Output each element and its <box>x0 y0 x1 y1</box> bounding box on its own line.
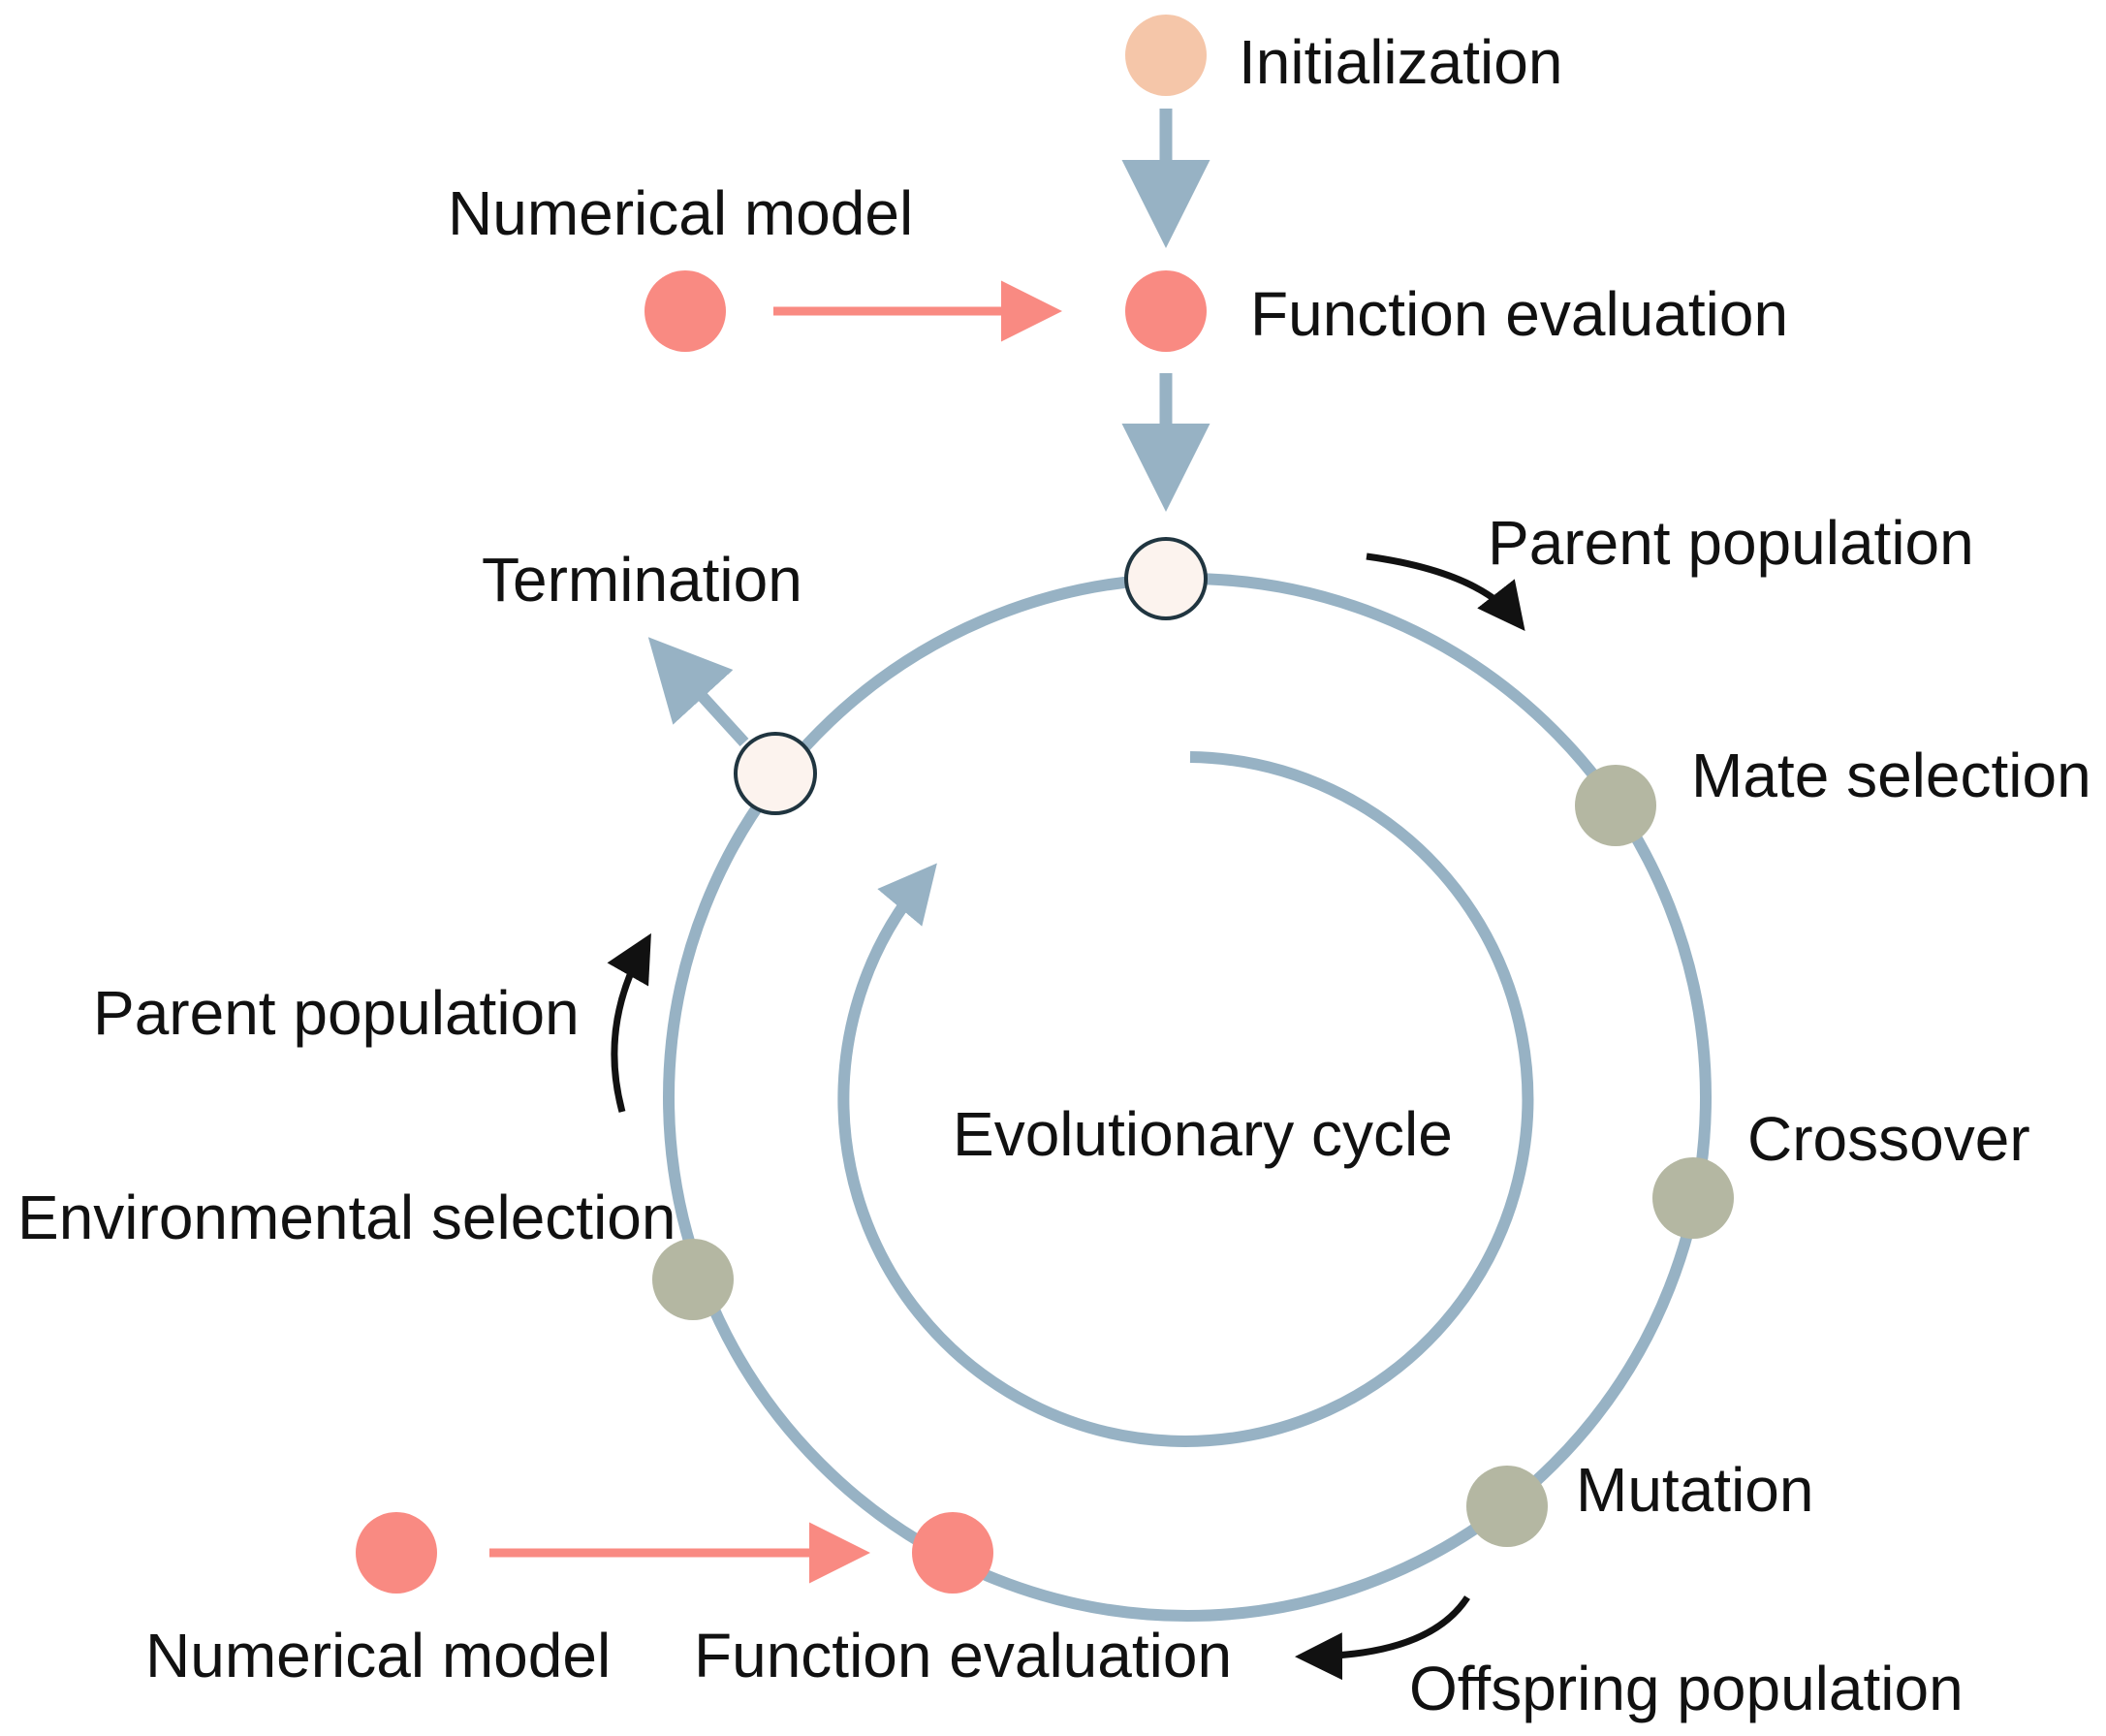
termination-node <box>734 732 817 815</box>
environmental-selection-label: Environmental selection <box>17 1183 676 1252</box>
parent-population-right-label: Parent population <box>1488 508 1974 578</box>
mate-selection-label: Mate selection <box>1691 741 2091 810</box>
initialization-label: Initialization <box>1239 27 1563 97</box>
function-evaluation-top-node <box>1125 270 1207 352</box>
function-evaluation-bottom-label: Function evaluation <box>694 1621 1233 1690</box>
offspring-population-direction-arrow <box>1295 1595 1470 1681</box>
termination-label: Termination <box>482 545 802 615</box>
mutation-node <box>1466 1466 1548 1547</box>
parent-population-left-label: Parent population <box>93 978 580 1048</box>
parent-population-node <box>1124 537 1208 620</box>
numerical-model-top-label: Numerical model <box>448 178 914 248</box>
environmental-selection-node <box>652 1239 734 1320</box>
initialization-node <box>1125 15 1207 96</box>
numerical-model-bottom-node <box>356 1512 437 1594</box>
mate-selection-node <box>1575 765 1656 846</box>
evolutionary-cycle-label: Evolutionary cycle <box>953 1099 1453 1169</box>
crossover-node <box>1652 1157 1734 1239</box>
crossover-label: Crossover <box>1747 1104 2030 1174</box>
inner-cycle-arrow <box>837 751 1534 1447</box>
parent-population-right-direction-arrow <box>1366 552 1525 632</box>
parent-population-left-direction-arrow <box>607 932 651 1113</box>
offspring-population-label: Offspring population <box>1409 1654 1964 1723</box>
function-evaluation-top-label: Function evaluation <box>1250 279 1789 349</box>
numerical-model-bottom-label: Numerical model <box>145 1621 612 1690</box>
termination-arrow <box>647 637 749 747</box>
function-evaluation-bottom-node <box>912 1512 993 1594</box>
numerical-model-top-node <box>644 270 726 352</box>
mutation-label: Mutation <box>1576 1455 1814 1525</box>
outer-cycle-ring <box>663 573 1712 1622</box>
